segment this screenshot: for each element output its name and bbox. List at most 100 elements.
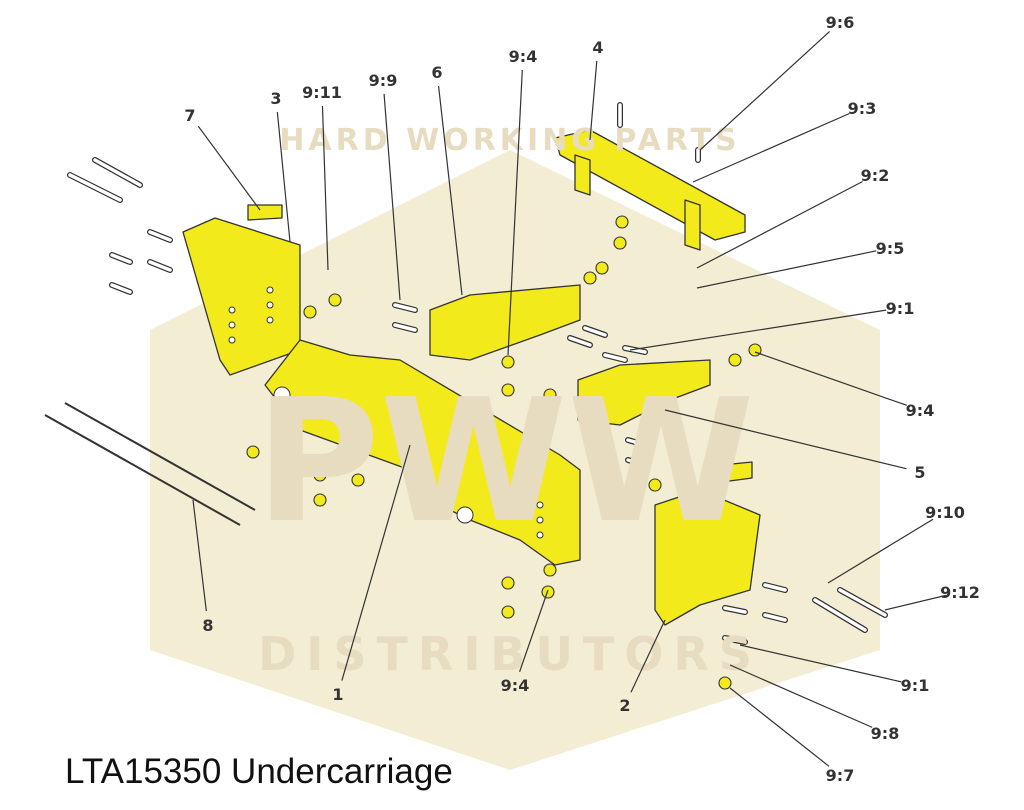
part-8-cables bbox=[44, 402, 256, 526]
leader-line bbox=[630, 619, 666, 693]
bolt-icon bbox=[626, 458, 647, 467]
leader-line bbox=[696, 180, 863, 269]
leader-line bbox=[589, 60, 598, 141]
callout-label: 9:5 bbox=[876, 239, 905, 258]
callout-2: 2 bbox=[619, 619, 666, 715]
bolt-icon bbox=[838, 588, 887, 617]
leader-line bbox=[629, 309, 887, 351]
callout-label: 9:11 bbox=[302, 83, 342, 102]
callout-label: 9:10 bbox=[925, 503, 965, 522]
callout-9-9: 9:9 bbox=[369, 71, 401, 301]
callout-9-1: 9:1 bbox=[629, 299, 915, 351]
nut-icon bbox=[583, 271, 597, 285]
part-4-upper-bracket bbox=[554, 129, 746, 251]
callout-9-4: 9:4 bbox=[507, 47, 538, 356]
callout-9-6: 9:6 bbox=[699, 13, 855, 151]
callout-9-7: 9:7 bbox=[729, 687, 854, 785]
callout-9-12: 9:12 bbox=[884, 583, 980, 611]
leader-line bbox=[699, 31, 831, 151]
callout-label: 9:6 bbox=[826, 13, 855, 32]
callout-9-1: 9:1 bbox=[739, 644, 930, 695]
hardware-fasteners bbox=[67, 102, 888, 690]
callout-label: 9:9 bbox=[369, 71, 398, 90]
nut-icon bbox=[543, 563, 557, 577]
nut-icon bbox=[501, 355, 515, 369]
nut-icon bbox=[501, 576, 515, 590]
callout-5: 5 bbox=[664, 409, 926, 482]
callout-9-4: 9:4 bbox=[754, 351, 935, 420]
part-3-left-bracket bbox=[182, 204, 301, 376]
nut-icon bbox=[728, 353, 742, 367]
leader-line bbox=[321, 105, 329, 271]
bolt-icon bbox=[763, 583, 787, 592]
leader-line bbox=[383, 93, 401, 301]
nut-icon bbox=[501, 383, 515, 397]
bolt-icon bbox=[148, 230, 172, 242]
nut-icon bbox=[648, 478, 662, 492]
leader-line bbox=[519, 589, 549, 672]
nut-icon bbox=[748, 343, 762, 357]
nut-icon bbox=[613, 236, 627, 250]
leader-line bbox=[197, 125, 261, 211]
leader-line bbox=[729, 687, 830, 767]
callout-label: 6 bbox=[431, 63, 442, 82]
callout-4: 4 bbox=[589, 38, 604, 141]
callout-9-11: 9:11 bbox=[302, 83, 342, 271]
callout-9-2: 9:2 bbox=[696, 166, 890, 269]
nut-icon bbox=[246, 445, 260, 459]
callout-label: 7 bbox=[184, 106, 195, 125]
nut-icon bbox=[313, 468, 327, 482]
leader-line bbox=[437, 85, 463, 296]
bolt-icon bbox=[626, 438, 647, 447]
bolt-icon bbox=[763, 613, 787, 622]
bolt-icon bbox=[68, 173, 122, 202]
callout-label: 9:4 bbox=[501, 676, 530, 695]
part-6-bracket bbox=[429, 284, 581, 361]
callout-label: 9:2 bbox=[861, 166, 890, 185]
callout-9-3: 9:3 bbox=[692, 99, 876, 183]
leader-line bbox=[696, 250, 877, 289]
bolt-icon bbox=[583, 326, 607, 337]
callout-9-5: 9:5 bbox=[696, 239, 905, 289]
nut-icon bbox=[543, 408, 557, 422]
nut-icon bbox=[625, 491, 639, 505]
bolt-icon bbox=[393, 303, 417, 312]
callout-label: 9:4 bbox=[509, 47, 538, 66]
leader-line bbox=[884, 594, 947, 611]
nut-icon bbox=[313, 493, 327, 507]
leader-line bbox=[739, 644, 902, 683]
callout-label: 4 bbox=[592, 38, 603, 57]
nut-icon bbox=[718, 676, 732, 690]
callout-label: 5 bbox=[914, 463, 925, 482]
nut-icon bbox=[595, 261, 609, 275]
leader-line bbox=[754, 351, 907, 406]
bolt-icon bbox=[723, 606, 747, 614]
part-1-main-frame bbox=[264, 339, 581, 566]
callout-layer: 9:6 9:39:2 9:5 9:1 9:4 5 9:10 9:12 9:1 9:8 9:7 2 9:4… bbox=[184, 13, 979, 785]
nut-icon bbox=[615, 215, 629, 229]
leader-line bbox=[827, 518, 934, 584]
bolt-icon bbox=[723, 636, 747, 644]
leader-line bbox=[507, 69, 523, 356]
nut-icon bbox=[351, 473, 365, 487]
nut-icon bbox=[303, 305, 317, 319]
callout-label: 3 bbox=[270, 89, 281, 108]
callout-7: 7 bbox=[184, 106, 261, 211]
bolt-icon bbox=[813, 598, 867, 632]
callout-label: 9:8 bbox=[871, 724, 900, 743]
callout-label: 9:1 bbox=[901, 676, 930, 695]
leader-line bbox=[664, 409, 907, 470]
callout-label: 9:4 bbox=[906, 401, 935, 420]
callout-8: 8 bbox=[192, 499, 214, 635]
nut-icon bbox=[328, 293, 342, 307]
bolt-icon bbox=[603, 353, 627, 362]
bolt-icon bbox=[393, 323, 417, 332]
callout-label: 8 bbox=[202, 616, 213, 635]
callout-label: 9:1 bbox=[886, 299, 915, 318]
bolt-icon bbox=[93, 158, 142, 187]
bolt-icon bbox=[568, 336, 592, 347]
callout-1: 1 bbox=[332, 444, 411, 704]
callout-label: 1 bbox=[332, 685, 343, 704]
bolt-icon bbox=[623, 346, 647, 354]
callout-6: 6 bbox=[431, 63, 463, 296]
